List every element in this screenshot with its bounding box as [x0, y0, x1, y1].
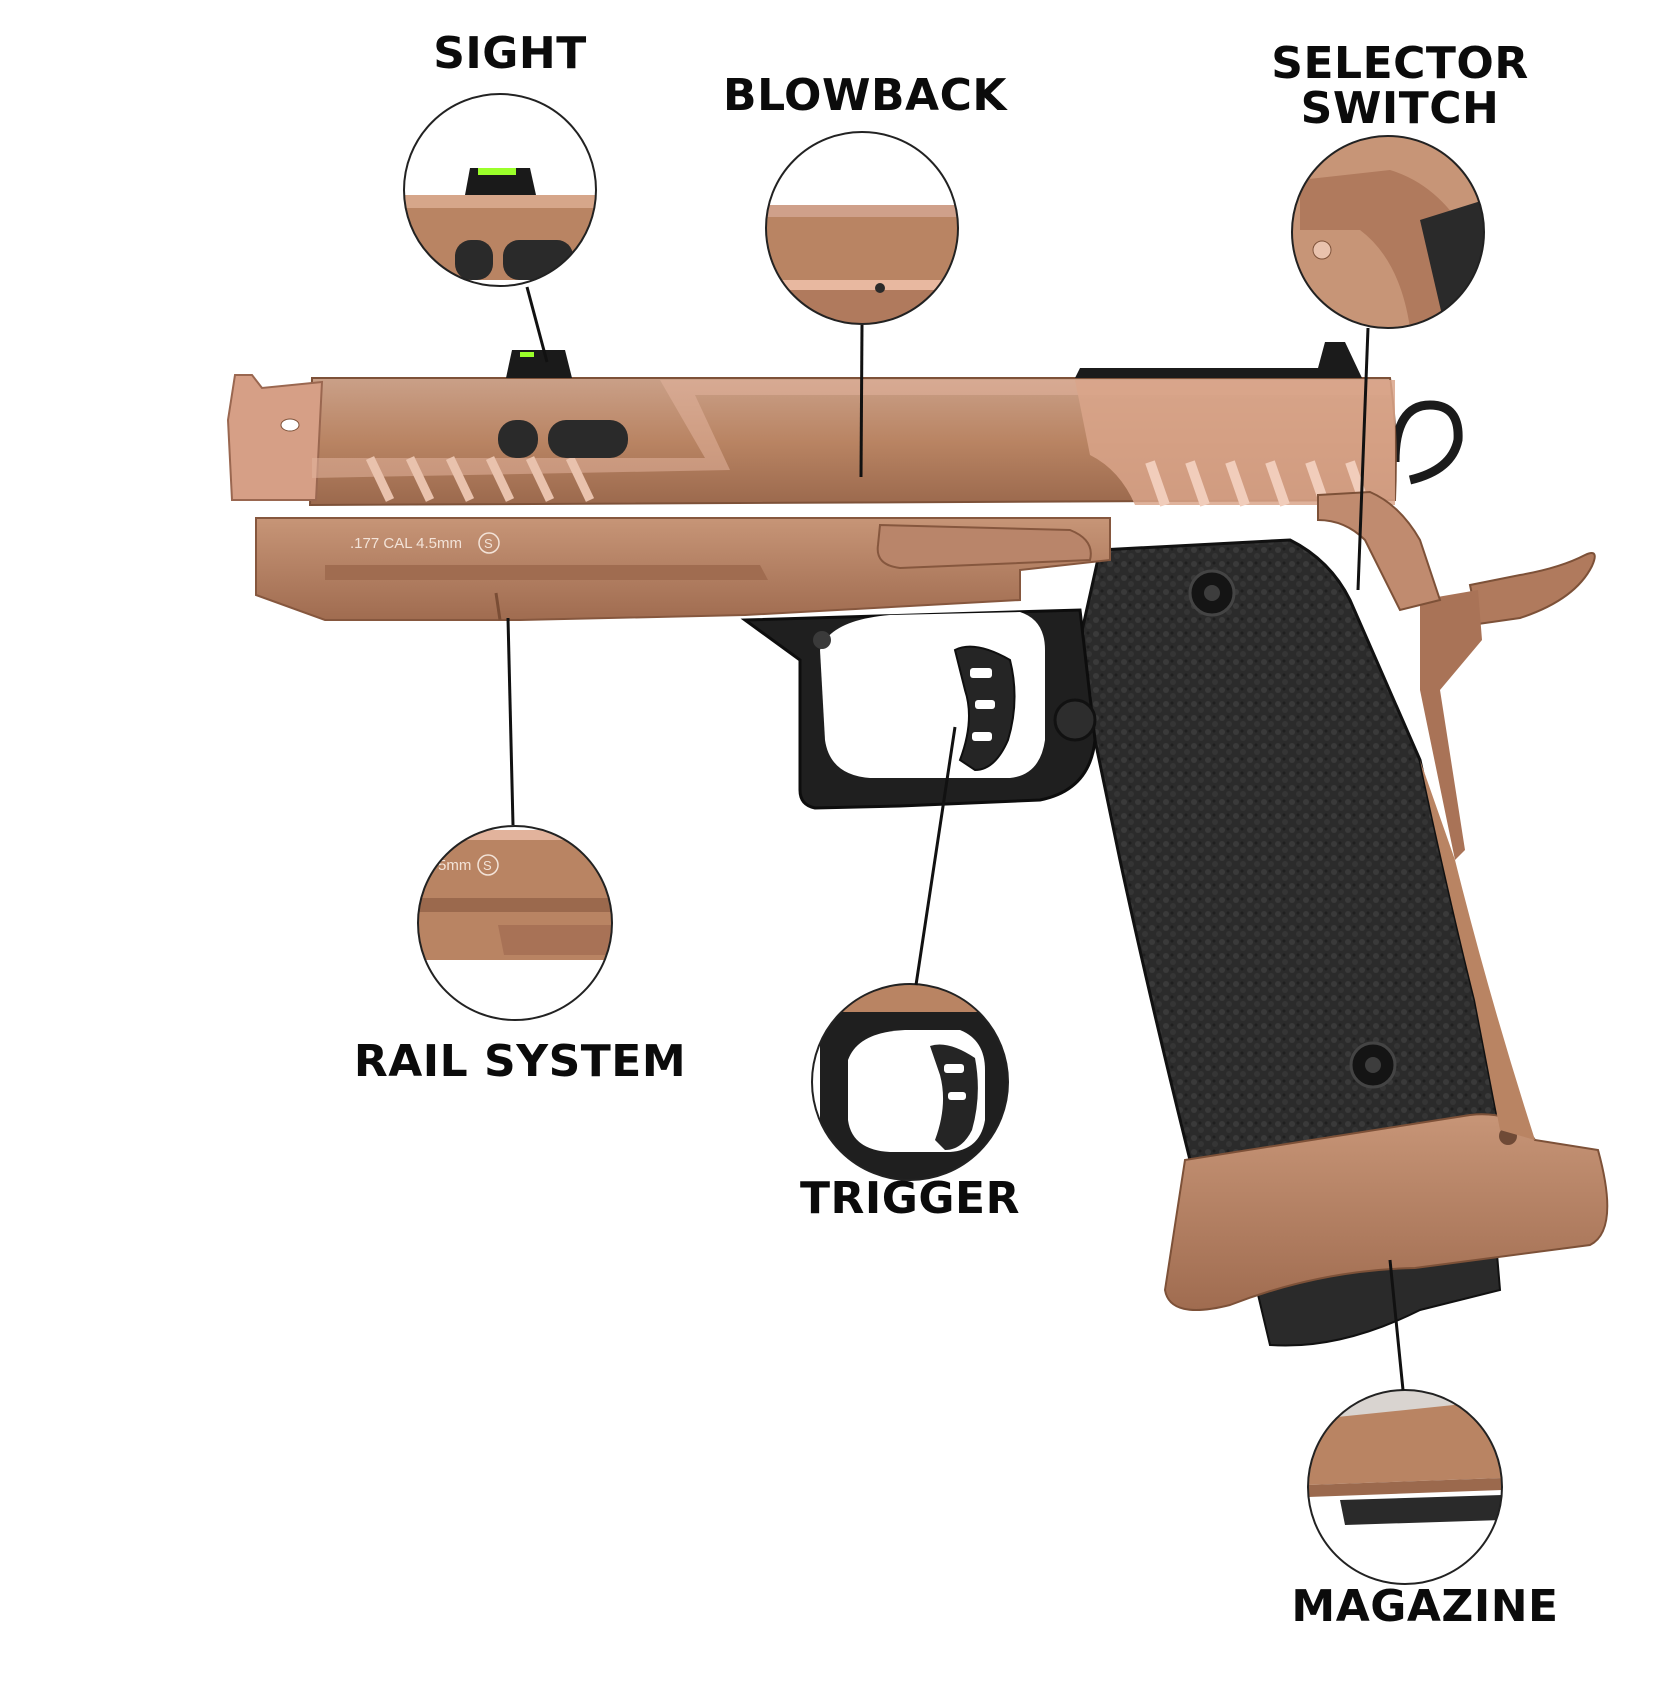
hammer — [1468, 552, 1596, 626]
caliber-engraving: .177 CAL 4.5mm — [350, 535, 462, 552]
backstrap — [1420, 590, 1482, 860]
zoom-blowback — [765, 131, 959, 325]
front-serrations — [365, 456, 595, 502]
zoom-sight — [403, 93, 597, 287]
rail-groove — [325, 565, 768, 580]
rail-zoom-engraving: 5mm — [438, 857, 471, 874]
leader-trigger — [914, 726, 957, 986]
compensator — [226, 374, 324, 501]
label-selector-line1: SELECTOR — [1271, 38, 1529, 89]
label-magazine: MAGAZINE — [1291, 1581, 1559, 1632]
leader-rail — [506, 617, 515, 826]
label-trigger: TRIGGER — [800, 1173, 1020, 1224]
leader-selector — [1356, 327, 1370, 591]
slide-stop — [876, 523, 1092, 570]
leader-sight — [525, 286, 549, 363]
leader-blowback — [859, 324, 864, 478]
label-selector-line2: SWITCH — [1300, 82, 1500, 134]
s-mark-engraving: S — [484, 536, 493, 551]
slide-port-2 — [548, 420, 628, 458]
label-selector-switch: SELECTOR SWITCH — [1240, 38, 1560, 134]
rear-serrations — [1145, 460, 1370, 507]
slide-port-1 — [498, 420, 538, 458]
rear-sight — [1075, 342, 1362, 378]
label-blowback: BLOWBACK — [723, 70, 1007, 121]
zoom-rail-system: 5mm S — [417, 825, 613, 1021]
zoom-magazine — [1307, 1389, 1503, 1585]
label-sight: SIGHT — [433, 28, 587, 79]
pistol: .177 CAL 4.5mm S — [226, 342, 1609, 1347]
magazine-release — [1053, 698, 1097, 742]
rail-zoom-s-mark: S — [483, 858, 492, 873]
zoom-selector-switch — [1291, 135, 1485, 329]
leader-lines — [506, 286, 1405, 1391]
label-rail-system: RAIL SYSTEM — [353, 1036, 687, 1087]
front-strap — [1420, 760, 1535, 1140]
leader-magazine — [1388, 1259, 1405, 1391]
front-sight — [506, 350, 572, 378]
zoom-trigger — [811, 983, 1009, 1181]
selector-switch — [1317, 490, 1442, 612]
lanyard-loop — [1390, 400, 1463, 485]
